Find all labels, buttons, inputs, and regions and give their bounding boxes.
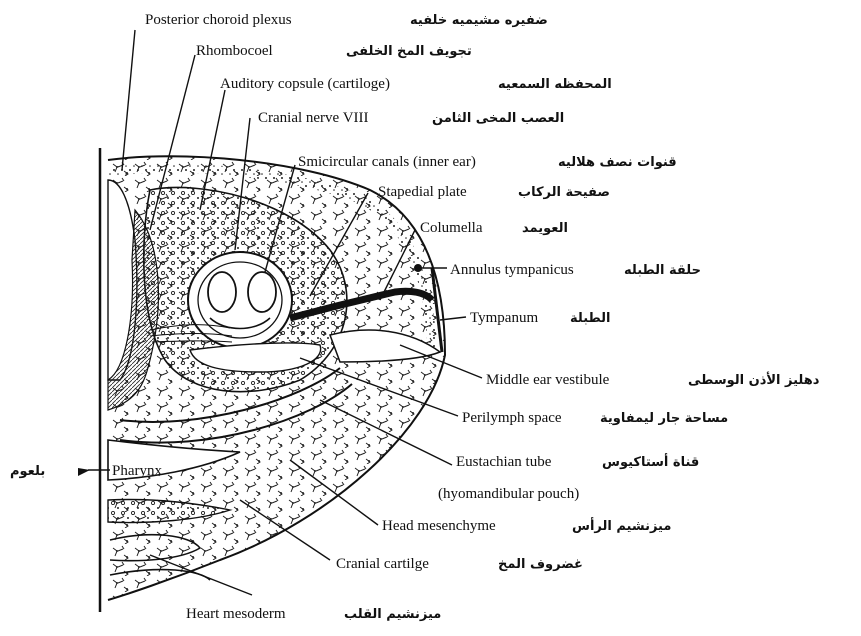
svg-text:Columella: Columella [420, 220, 483, 236]
svg-text:مساحة جار ليمفاوية: مساحة جار ليمفاوية [600, 411, 728, 426]
label-columella: Columella العويمد [420, 220, 568, 236]
svg-text:Cranial cartilge: Cranial cartilge [336, 556, 429, 572]
svg-text:قناة أستاكيوس: قناة أستاكيوس [602, 453, 699, 470]
svg-text:ميزنشيم القلب: ميزنشيم القلب [344, 607, 441, 622]
label-cranial-cartilage: Cranial cartilge غضروف المخ [336, 556, 583, 572]
svg-text:Head mesenchyme: Head mesenchyme [382, 518, 496, 534]
label-perilymph-space: Perilymph space مساحة جار ليمفاوية [462, 410, 728, 426]
svg-text:العصب المخى الثامن: العصب المخى الثامن [432, 111, 564, 126]
label-tympanum: Tympanum الطبلة [470, 310, 611, 326]
label-en: Posterior choroid plexus [145, 12, 292, 28]
svg-text:تجويف المخ الخلفى: تجويف المخ الخلفى [346, 44, 472, 59]
label-stapedial-plate: Stapedial plate صفيحة الركاب [378, 184, 610, 200]
svg-text:ميزنشيم الرأس: ميزنشيم الرأس [572, 517, 671, 534]
label-rhombocoel: Rhombocoel تجويف المخ الخلفى [196, 43, 472, 59]
label-cranial-nerve-viii: Cranial nerve VIII العصب المخى الثامن [258, 110, 564, 126]
svg-text:العويمد: العويمد [522, 221, 568, 236]
svg-text:Cranial nerve VIII: Cranial nerve VIII [258, 110, 369, 126]
label-posterior-choroid-plexus: Posterior choroid plexus ضفيره مشيميه خل… [145, 12, 548, 28]
svg-text:Rhombocoel: Rhombocoel [196, 43, 273, 59]
label-heart-mesoderm: Heart mesoderm ميزنشيم القلب [186, 606, 441, 622]
svg-text:Pharynx: Pharynx [112, 463, 162, 479]
svg-text:صفيحة الركاب: صفيحة الركاب [518, 185, 610, 200]
svg-text:Middle ear vestibule: Middle ear vestibule [486, 372, 610, 388]
label-head-mesenchyme: Head mesenchyme ميزنشيم الرأس [382, 517, 671, 534]
svg-text:غضروف المخ: غضروف المخ [498, 557, 583, 572]
svg-text:الطبلة: الطبلة [570, 311, 611, 326]
svg-text:Auditory copsule (cartiloge): Auditory copsule (cartiloge) [220, 76, 390, 92]
svg-text:حلقة الطبله: حلقة الطبله [624, 263, 701, 278]
svg-text:Perilymph space: Perilymph space [462, 410, 562, 426]
svg-text:Tympanum: Tympanum [470, 310, 538, 326]
label-eustachian-tube: Eustachian tube قناة أستاكيوس (hyomandib… [438, 453, 699, 502]
svg-text:المحفظه السمعيه: المحفظه السمعيه [498, 77, 612, 92]
svg-text:قنوات نصف هلاليه: قنوات نصف هلاليه [558, 155, 677, 170]
svg-text:Annulus tympanicus: Annulus tympanicus [450, 262, 574, 278]
label-auditory-capsule: Auditory copsule (cartiloge) المحفظه الس… [220, 76, 612, 92]
label-pharynx: Pharynx بلعوم [10, 463, 162, 479]
label-ar: ضفيره مشيميه خلفيه [410, 13, 548, 28]
svg-text:Heart mesoderm: Heart mesoderm [186, 606, 286, 622]
pharynx-arrow-icon [78, 468, 90, 476]
svg-text:Smicircular canals (inner ear): Smicircular canals (inner ear) [298, 154, 476, 170]
svg-text:دهليز الأذن الوسطى: دهليز الأذن الوسطى [688, 371, 820, 388]
svg-text:Stapedial plate: Stapedial plate [378, 184, 467, 200]
svg-text:بلعوم: بلعوم [10, 464, 45, 479]
svg-text:(hyomandibular pouch): (hyomandibular pouch) [438, 486, 579, 502]
label-middle-ear-vestibule: Middle ear vestibule دهليز الأذن الوسطى [486, 371, 820, 388]
label-annulus-tympanicus: Annulus tympanicus حلقة الطبله [450, 262, 701, 278]
svg-text:Eustachian tube: Eustachian tube [456, 454, 552, 470]
label-semicircular-canals: Smicircular canals (inner ear) قنوات نصف… [298, 154, 677, 170]
